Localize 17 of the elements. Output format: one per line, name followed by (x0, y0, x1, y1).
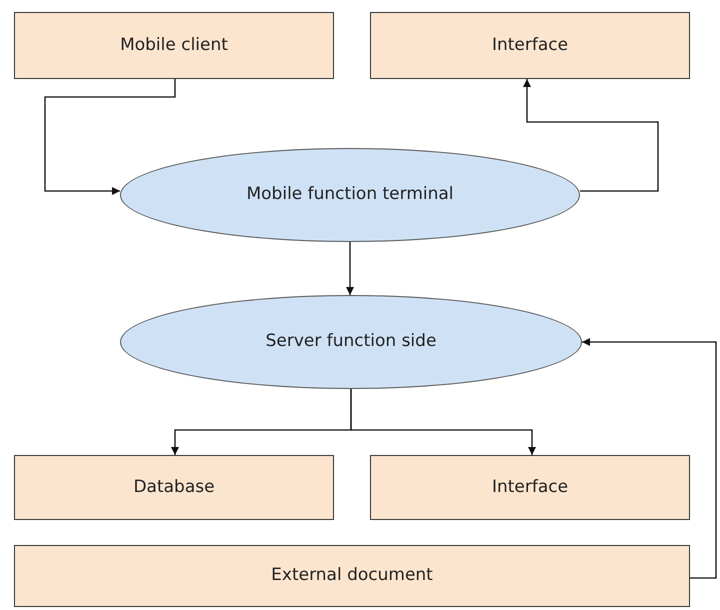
connector-arrow (523, 79, 659, 192)
connector-arrow (350, 389, 536, 455)
node-label: Mobile client (120, 34, 228, 57)
node-label: Interface (492, 34, 568, 57)
node-label: Interface (492, 476, 568, 499)
connector-arrow (582, 338, 717, 579)
process-box (14, 455, 334, 520)
node-label: Server function side (266, 330, 436, 354)
node-label: External document (271, 564, 433, 588)
node-label: Mobile function terminal (246, 183, 454, 206)
process-box (370, 455, 690, 520)
process-box (14, 12, 334, 79)
process-box (14, 545, 690, 607)
connector-arrow (346, 242, 354, 295)
connector-arrow (44, 79, 176, 195)
node-label: Database (133, 476, 215, 499)
process-box (370, 12, 690, 79)
